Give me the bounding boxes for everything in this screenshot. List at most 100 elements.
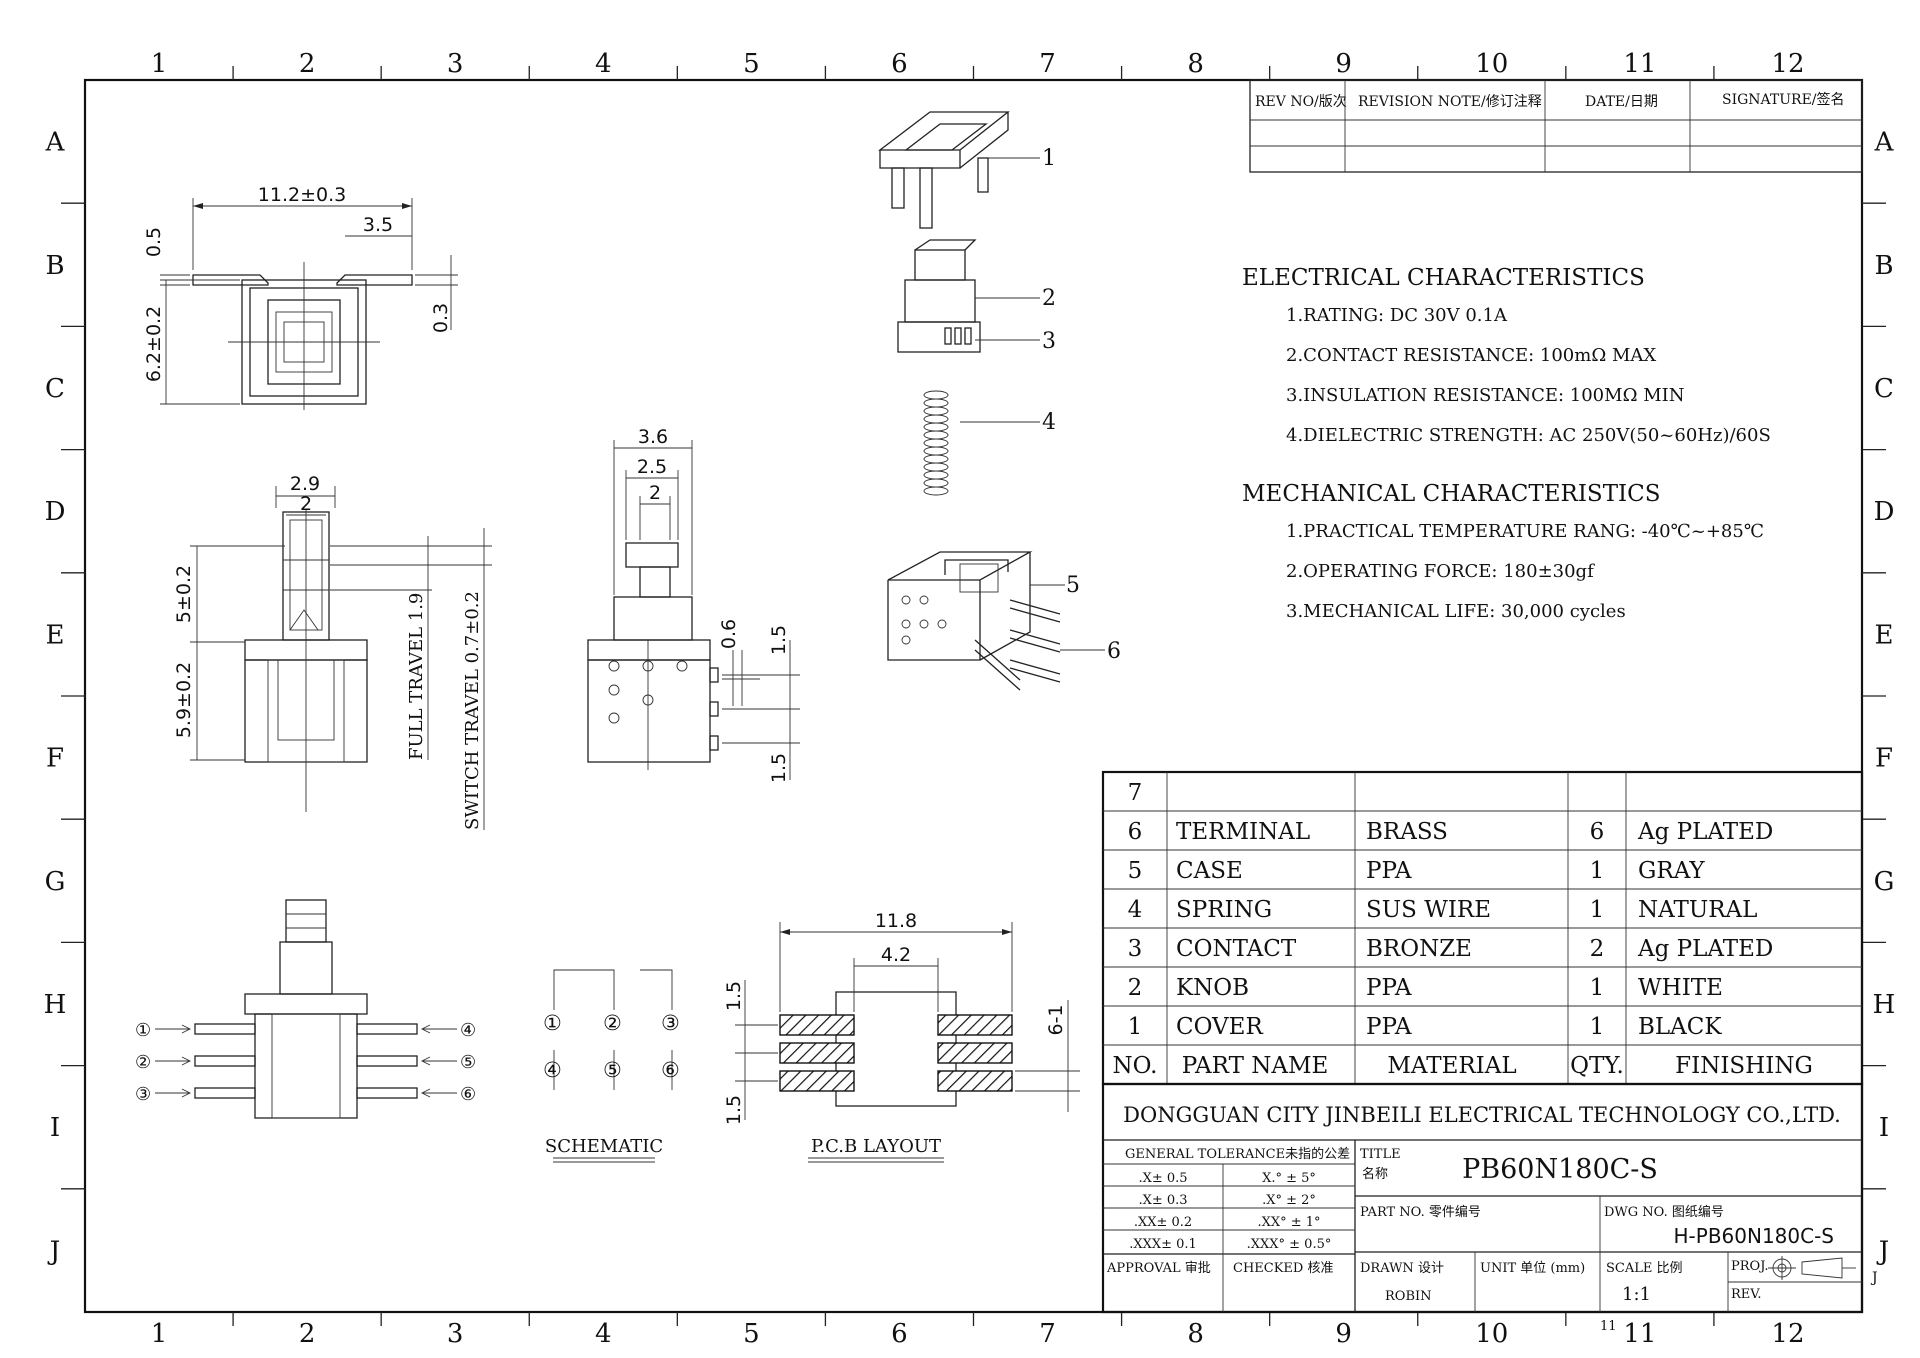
exploded-label-1: 1	[1042, 146, 1056, 171]
dim-pcb-hole: 6-1	[1045, 1004, 1067, 1035]
bom-header: NO.	[1113, 1053, 1158, 1079]
spring-coil	[923, 478, 949, 488]
dim-pcb-p2: 1.5	[723, 1095, 745, 1125]
pin-front-view: ① ② ③ ④ ⑤ ⑥	[135, 899, 476, 1119]
dwg-no-label: DWG NO. 图纸编号	[1604, 1205, 1724, 1220]
bom-cell: 1	[1128, 1014, 1143, 1040]
pin-label-6: ⑥	[460, 1084, 476, 1105]
bom-header: PART NAME	[1182, 1053, 1329, 1079]
spring-coil	[923, 422, 949, 432]
electrical-characteristics: ELECTRICAL CHARACTERISTICS 1.RATING: DC …	[1242, 265, 1771, 446]
col-label-bottom: 4	[595, 1319, 612, 1349]
spring-coil	[923, 454, 949, 464]
electrical-item-2: 2.CONTACT RESISTANCE: 100mΩ MAX	[1286, 345, 1656, 366]
row-label-right: E	[1875, 620, 1894, 650]
bom-header: FINISHING	[1675, 1053, 1813, 1079]
spring-coil	[923, 470, 949, 480]
pin-label-4: ④	[460, 1020, 476, 1041]
bom-cell: BRASS	[1366, 819, 1448, 845]
schematic-top-2: ②	[603, 1011, 622, 1035]
bom-cell: 7	[1128, 780, 1143, 806]
row-label-left: H	[44, 990, 67, 1020]
bom-cell: SPRING	[1176, 897, 1272, 923]
spring-coil	[923, 390, 949, 400]
bom-cell: 6	[1128, 819, 1143, 845]
tolerance-linear: .XXX± 0.1	[1129, 1237, 1197, 1252]
tolerance-angular: .XX° ± 1°	[1257, 1215, 1320, 1230]
spring-coil	[923, 438, 949, 448]
dwg-no-value: H-PB60N180C-S	[1674, 1224, 1835, 1248]
rev-header-date: DATE/日期	[1585, 94, 1658, 110]
row-label-right: I	[1879, 1113, 1889, 1143]
col-label-top: 8	[1187, 49, 1204, 79]
bom-cell: Ag PLATED	[1637, 936, 1773, 962]
dim-side-w2: 2.5	[637, 456, 667, 478]
company-name: DONGGUAN CITY JINBEILI ELECTRICAL TECHNO…	[1123, 1103, 1841, 1127]
schematic-top-3: ③	[661, 1011, 680, 1035]
bom-cell: 1	[1590, 858, 1605, 884]
bom-cell: 1	[1590, 897, 1605, 923]
dim-top-pin-w: 0.3	[430, 303, 452, 333]
drawn-label: DRAWN 设计	[1360, 1261, 1444, 1276]
dim-pcb-inner: 4.2	[881, 944, 911, 966]
col-label-top: 1	[151, 49, 168, 79]
exploded-label-5: 5	[1066, 573, 1080, 598]
bom-cell: 1	[1590, 1014, 1605, 1040]
schematic-top-1: ①	[543, 1011, 562, 1035]
col-label-bottom: 9	[1335, 1319, 1352, 1349]
dim-side-pin: 0.6	[718, 619, 740, 649]
tolerance-angular: X.° ± 5°	[1262, 1171, 1316, 1186]
bom-cell: KNOB	[1176, 975, 1249, 1001]
col-label-top: 9	[1335, 49, 1352, 79]
bom-header: QTY.	[1570, 1053, 1624, 1079]
row-label-left: J	[47, 1236, 60, 1266]
col-label-top: 10	[1475, 49, 1508, 79]
side-view: 3.6 2.5 2 0.6 1.5 1.5	[587, 426, 800, 783]
bom-cell: GRAY	[1638, 858, 1705, 884]
row-label-left: D	[45, 497, 66, 527]
exploded-label-3: 3	[1042, 329, 1056, 354]
exploded-label-6: 6	[1107, 639, 1121, 664]
bom-cell: PPA	[1366, 1014, 1412, 1040]
mechanical-item-2: 2.OPERATING FORCE: 180±30gf	[1286, 561, 1595, 582]
exploded-view: 1 2 3 4 5 6	[878, 111, 1121, 691]
dim-side-w3: 2	[649, 482, 661, 504]
dim-pcb-width: 11.8	[875, 910, 917, 932]
mechanical-item-3: 3.MECHANICAL LIFE: 30,000 cycles	[1286, 601, 1626, 622]
pin-label-1: ①	[135, 1020, 151, 1041]
bom-cell: CASE	[1176, 858, 1243, 884]
col-label-top: 11	[1623, 49, 1656, 79]
spring-coil	[923, 446, 949, 456]
top-view: 11.2±0.3 3.5 0.5 0.3 6.2±0.2	[143, 184, 458, 410]
bom-cell: BLACK	[1638, 1014, 1722, 1040]
approval-label: APPROVAL 审批	[1106, 1261, 1211, 1276]
spring-coil	[923, 406, 949, 416]
schematic-bottom-5: ⑤	[603, 1058, 622, 1082]
title-block: DONGGUAN CITY JINBEILI ELECTRICAL TECHNO…	[1101, 1082, 1864, 1314]
col-label-top: 2	[299, 49, 316, 79]
bom-cell: 6	[1590, 819, 1605, 845]
col-label-bottom: 7	[1039, 1319, 1056, 1349]
row-label-left: I	[50, 1113, 60, 1143]
spring-coil	[923, 462, 949, 472]
dim-top-height: 6.2±0.2	[143, 306, 165, 382]
unit-label: UNIT 单位 (mm)	[1480, 1261, 1585, 1276]
bom-header: MATERIAL	[1387, 1053, 1516, 1079]
pcb-caption: P.C.B LAYOUT	[811, 1136, 941, 1157]
bom-cell: 1	[1590, 975, 1605, 1001]
row-label-left: A	[45, 128, 66, 158]
scale-value: 1:1	[1622, 1284, 1651, 1305]
col-label-bottom: 12	[1771, 1319, 1804, 1349]
col-label-bottom: 8	[1187, 1319, 1204, 1349]
row-label-right: D	[1874, 497, 1895, 527]
dim-side-p1: 1.5	[768, 625, 790, 655]
projection-symbol-icon	[1768, 1256, 1856, 1280]
bom-cell: COVER	[1176, 1014, 1263, 1040]
exploded-label-4: 4	[1042, 410, 1056, 435]
row-label-right: C	[1874, 374, 1894, 404]
schematic-bottom-4: ④	[543, 1058, 562, 1082]
rev-label: REV.	[1731, 1287, 1762, 1302]
row-label-left: F	[46, 744, 64, 774]
dim-pcb-p1: 1.5	[723, 981, 745, 1011]
